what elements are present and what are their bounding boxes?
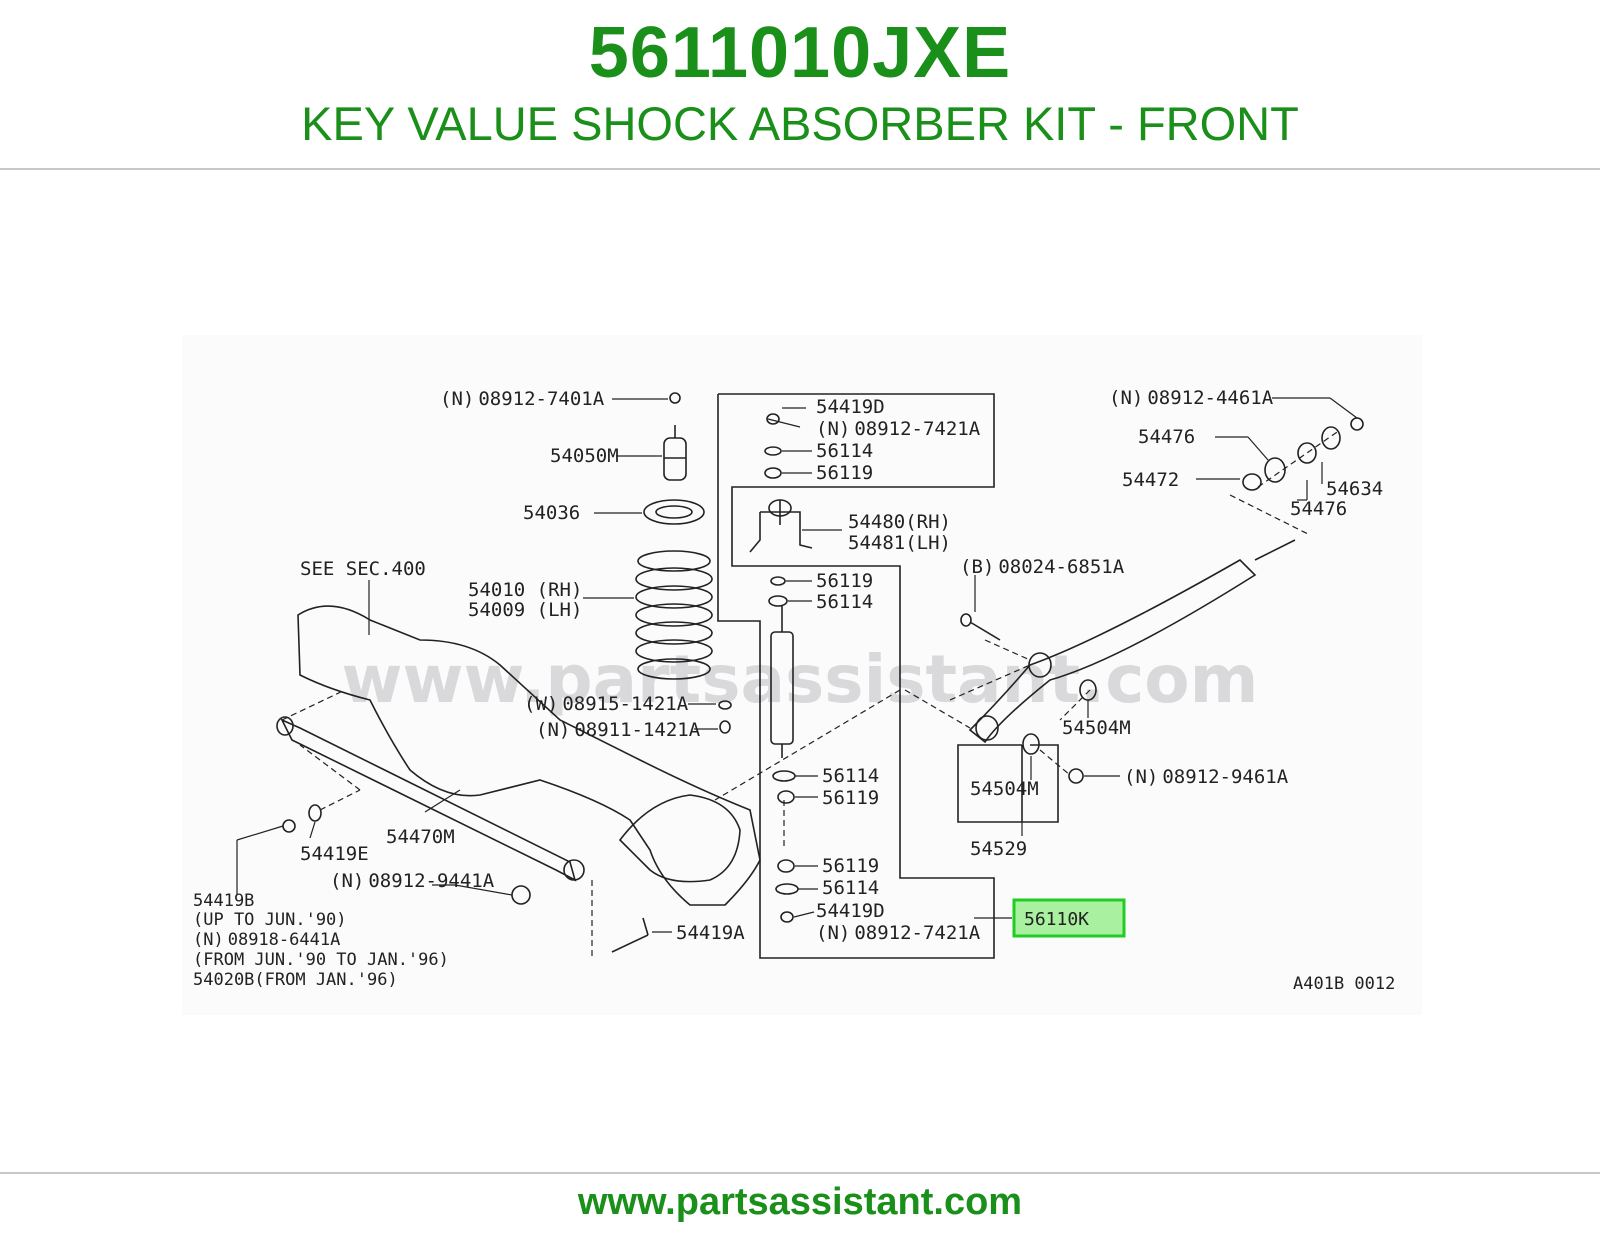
label-up-to-jun-90: (UP TO JUN.'90)	[193, 910, 347, 930]
label-54419A: 54419A	[676, 922, 745, 944]
label-54504M-a: 54504M	[1062, 717, 1131, 739]
highlight-label[interactable]: 56110K	[1024, 909, 1089, 930]
label-from-jun-90-to-jan-96: (FROM JUN.'90 TO JAN.'96)	[193, 950, 449, 970]
label-56119-a: 56119	[816, 462, 873, 484]
label-56114-c: 56114	[822, 765, 879, 787]
kit-outline	[717, 393, 995, 959]
label-56114-a: 56114	[816, 440, 873, 462]
label-54634: 54634	[1326, 478, 1383, 500]
label-see-sec-400: SEE SEC.400	[300, 558, 426, 580]
label-54020B: 54020B(FROM JAN.'96)	[193, 970, 398, 990]
label-08912-4461A: (N)08912-4461A	[1109, 387, 1274, 409]
label-54480: 54480(RH)	[848, 511, 951, 533]
label-56119-d: 56119	[822, 855, 879, 877]
label-08915-1421A: (W)08915-1421A	[524, 693, 689, 715]
label-08912-9461A: (N)08912-9461A	[1124, 766, 1289, 788]
radius-rod	[968, 559, 1257, 744]
label-08918-6441A: (N)08918-6441A	[193, 930, 340, 950]
label-54010: 54010 (RH)	[468, 579, 582, 601]
label-08024-6851A: (B)08024-6851A	[960, 556, 1125, 578]
prefix-n: (N)	[440, 388, 474, 410]
label-08912-7421A-top: (N)08912-7421A	[816, 418, 981, 440]
label-54476-b: 54476	[1290, 498, 1347, 520]
label-56114-d: 56114	[822, 877, 879, 899]
footer-url[interactable]: www.partsassistant.com	[577, 1181, 1023, 1223]
label-56119-b: 56119	[816, 570, 873, 592]
label-54419D-top: 54419D	[816, 396, 885, 418]
header-divider	[0, 168, 1600, 170]
coil-spring	[635, 550, 713, 680]
spring-seat	[643, 499, 705, 525]
label-54419D-bottom: 54419D	[816, 900, 885, 922]
nut-top	[669, 392, 681, 404]
page-header: 5611010JXE KEY VALUE SHOCK ABSORBER KIT …	[0, 0, 1600, 168]
label-56119-c: 56119	[822, 787, 879, 809]
diagram-watermark: www.partsassistant.com	[342, 641, 1259, 718]
bump-stop	[663, 425, 687, 481]
label-54419E: 54419E	[300, 843, 369, 865]
label-54481: 54481(LH)	[848, 532, 951, 554]
shock-absorber	[770, 605, 794, 758]
label-54472: 54472	[1122, 469, 1179, 491]
bolt	[969, 621, 1001, 641]
label-08911-1421A: (N)08911-1421A	[536, 719, 701, 741]
label-54050M: 54050M	[550, 445, 619, 467]
label-54529: 54529	[970, 838, 1027, 860]
label-56114-b: 56114	[816, 591, 873, 613]
part-number: 5611010JXE	[588, 13, 1012, 93]
label-54036: 54036	[523, 502, 580, 524]
diagram-code: A401B 0012	[1293, 974, 1395, 994]
label-54419B: 54419B	[193, 891, 254, 911]
label-08912-9441A: (N)08912-9441A	[330, 870, 495, 892]
part-description: KEY VALUE SHOCK ABSORBER KIT - FRONT	[301, 97, 1299, 150]
label-08912-7421A-bottom: (N)08912-7421A	[816, 922, 981, 944]
diagram-background	[182, 335, 1422, 1015]
axle-housing	[297, 605, 761, 906]
label-54504M-b: 54504M	[970, 778, 1039, 800]
highlight-56110K[interactable]: 56110K	[1012, 898, 1126, 938]
label-54476-a: 54476	[1138, 426, 1195, 448]
label-08912-7401A: (N)08912-7401A	[440, 388, 605, 410]
shock-bracket	[749, 499, 813, 553]
footer-divider	[0, 1172, 1600, 1174]
label-54009: 54009 (LH)	[468, 599, 582, 621]
steering-knuckle	[618, 794, 741, 883]
label-54470M: 54470M	[386, 826, 455, 848]
kit-hardware	[764, 413, 799, 923]
